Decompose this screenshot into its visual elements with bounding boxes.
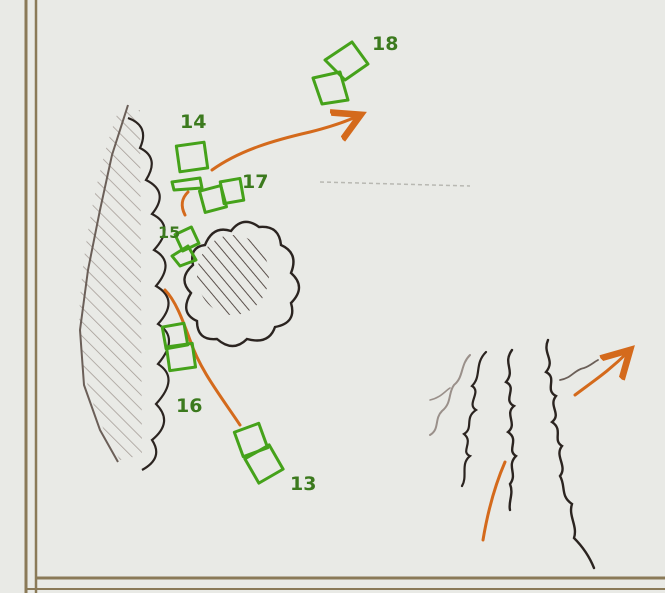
label-18: 18 [372, 33, 398, 55]
label-16: 16 [176, 395, 202, 417]
label-17: 17 [242, 171, 268, 193]
label-15: 15 [158, 223, 180, 242]
label-13: 13 [290, 473, 316, 495]
label-14: 14 [180, 111, 206, 133]
